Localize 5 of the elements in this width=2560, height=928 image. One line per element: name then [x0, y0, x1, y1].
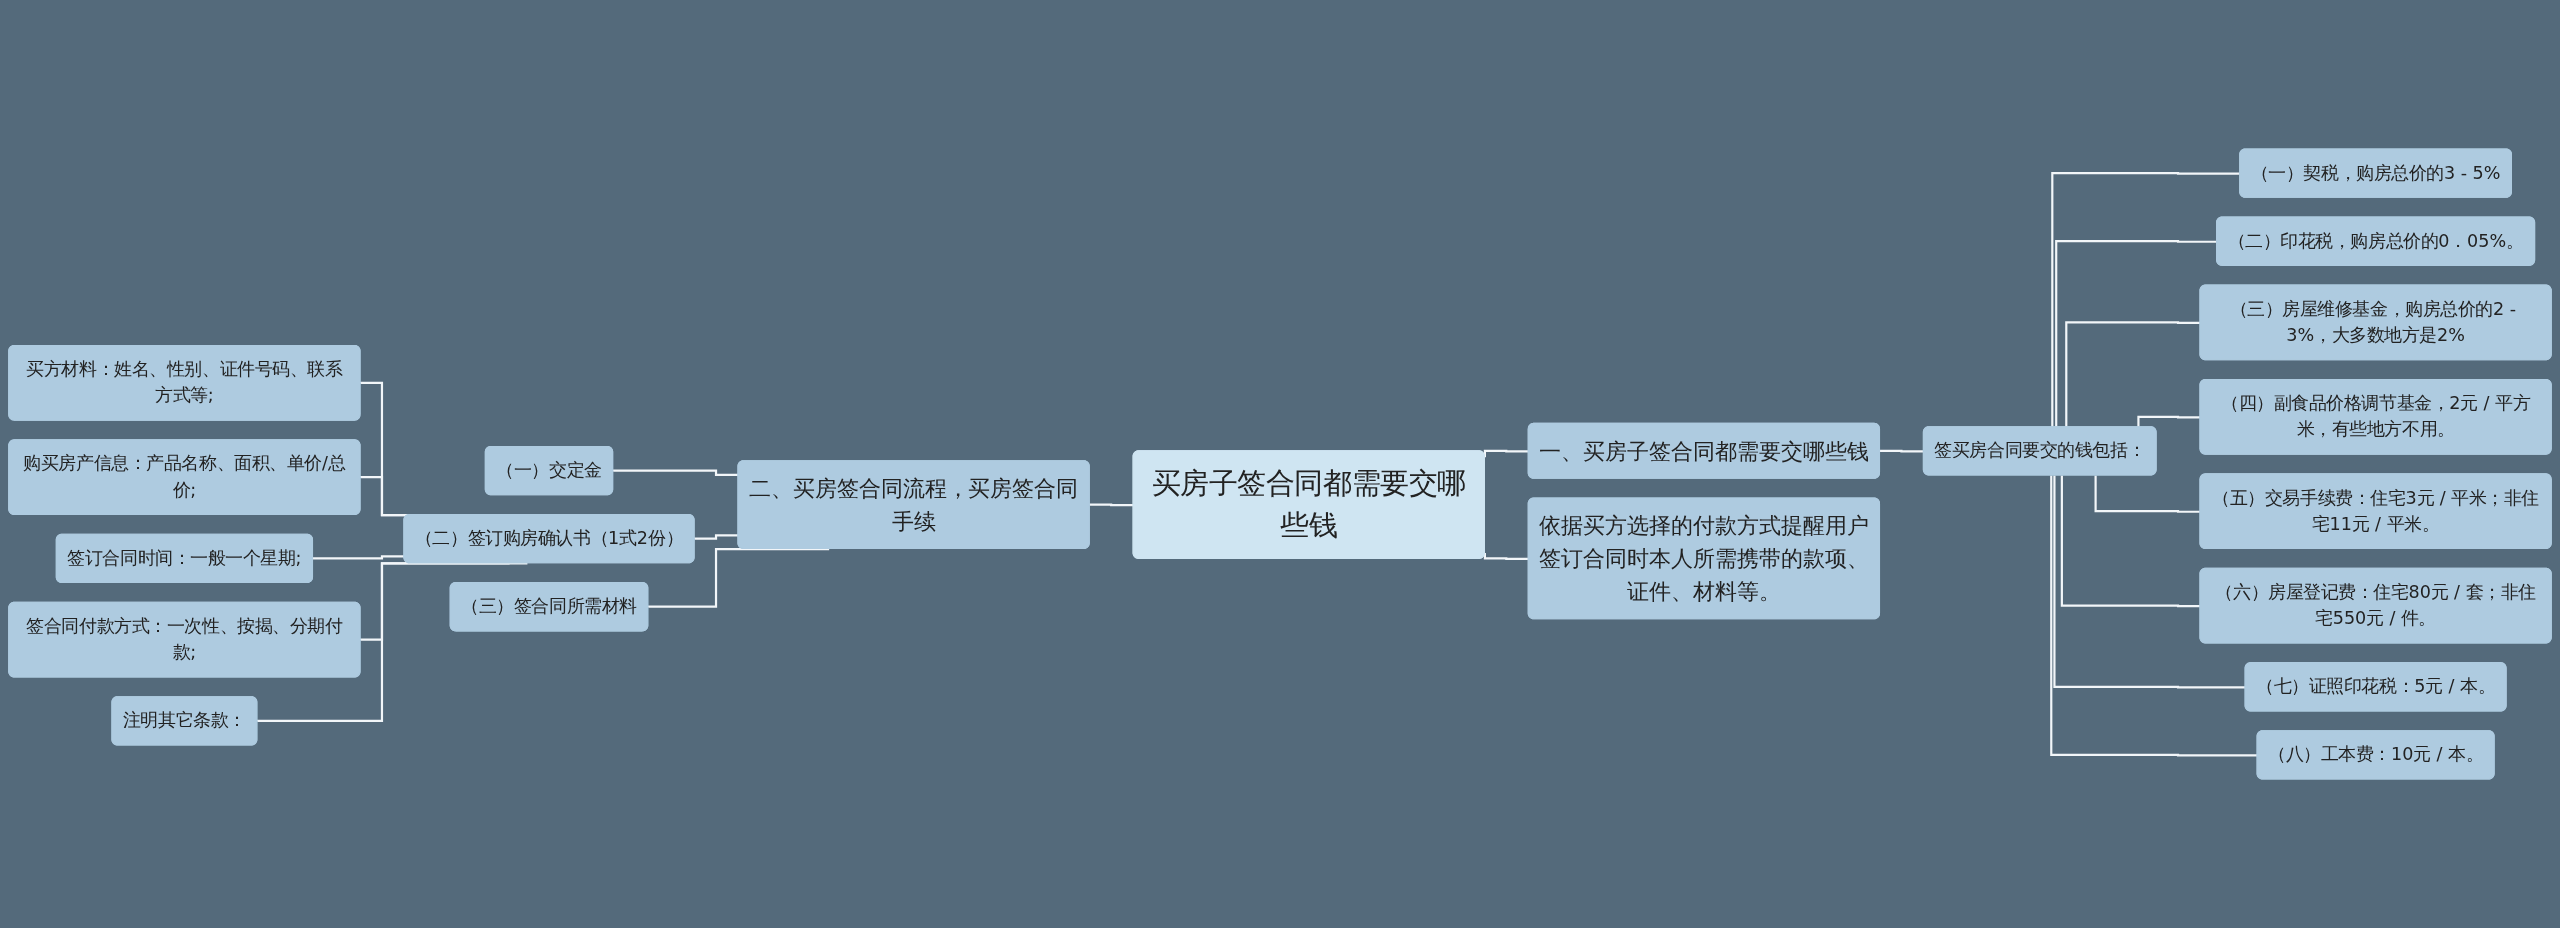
connector	[1483, 449, 1529, 458]
connector	[2053, 475, 2246, 689]
connector	[256, 562, 528, 723]
connector	[647, 547, 830, 609]
connector	[2050, 475, 2258, 757]
